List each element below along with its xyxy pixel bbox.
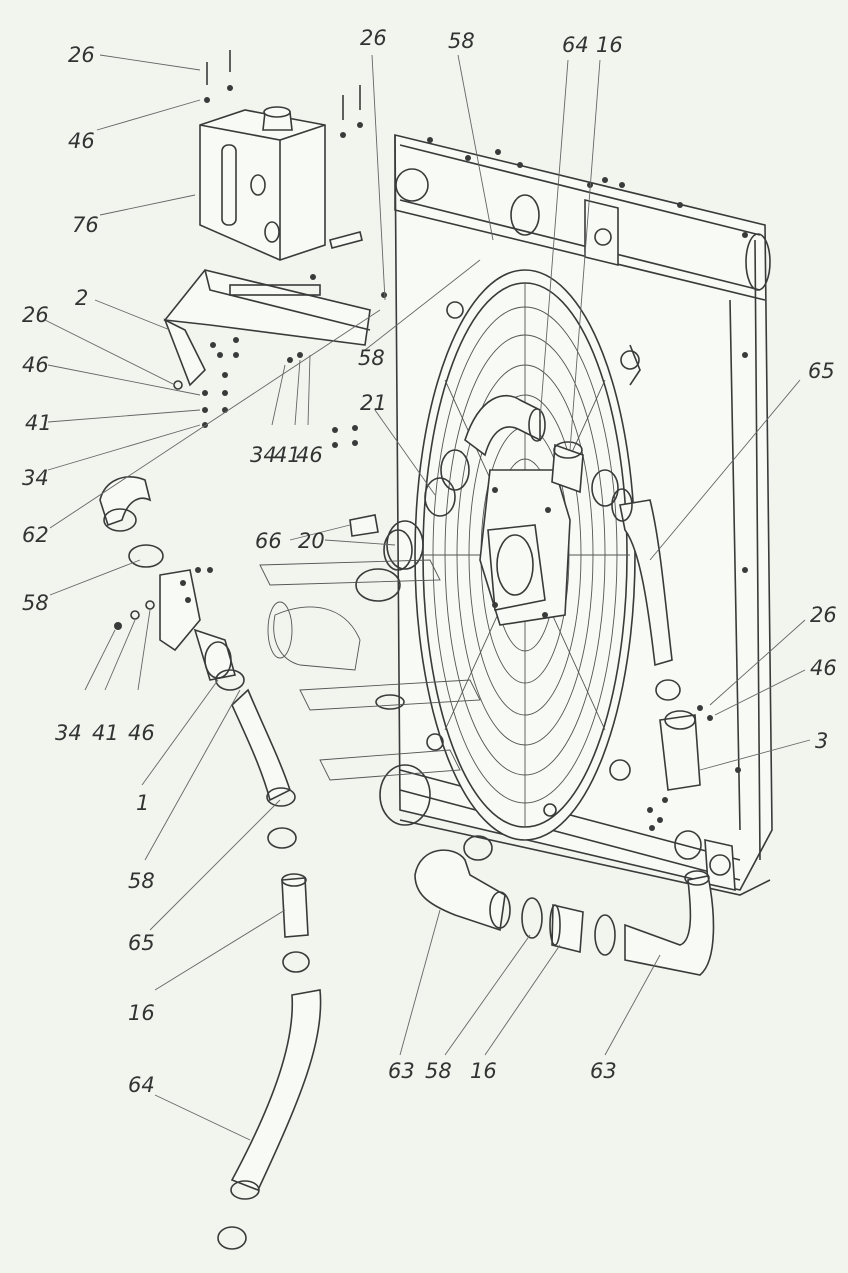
clamp-58-bottom — [521, 897, 543, 939]
callout-label: 34 — [55, 721, 82, 745]
clamp-58-left — [128, 544, 164, 568]
pipe-left-mid — [193, 628, 245, 691]
hose-65-right — [611, 488, 673, 667]
fan-hub — [479, 469, 571, 626]
callout-label: 63 — [590, 1059, 617, 1083]
callout-label: 20 — [298, 529, 325, 553]
callout-label: 64 — [128, 1073, 155, 1097]
hose-20 — [355, 520, 424, 602]
callout-label: 21 — [360, 391, 387, 415]
bracket-3 — [647, 679, 713, 860]
callout-label: 58 — [425, 1059, 452, 1083]
callout-label: 41 — [274, 443, 301, 467]
callout-label: 41 — [25, 411, 52, 435]
callout-label: 26 — [22, 303, 49, 327]
callout-label: 41 — [92, 721, 119, 745]
hose-63-left — [414, 835, 511, 932]
bolts-top — [204, 50, 387, 298]
clamp-58-lower — [267, 827, 297, 849]
hose-65-left — [231, 688, 296, 807]
callout-label: 64 — [562, 33, 589, 57]
callout-label: 63 — [388, 1059, 415, 1083]
hose-64-lower — [217, 989, 322, 1250]
callout-label: 16 — [470, 1059, 497, 1083]
nuts-washers-bracket — [202, 337, 358, 448]
expansion-tank — [199, 106, 363, 261]
fan-bracket-tube — [259, 559, 481, 781]
callout-label: 66 — [255, 529, 282, 553]
callout-label: 65 — [128, 931, 155, 955]
coupling-16-bottom — [549, 903, 584, 954]
callout-label: 76 — [72, 213, 99, 237]
callout-label: 26 — [810, 603, 837, 627]
clamp-lower-left — [282, 951, 310, 973]
nuts-34-41-46-left — [114, 600, 155, 630]
tank-bracket — [163, 269, 371, 390]
bracket-1 — [159, 567, 213, 652]
callout-label: 46 — [296, 443, 323, 467]
callout-label: 58 — [22, 591, 49, 615]
callout-label: 46 — [22, 353, 49, 377]
hose-62 — [99, 476, 152, 532]
coupling-16-left — [281, 873, 309, 938]
callout-label: 26 — [68, 43, 95, 67]
callout-label: 16 — [128, 1001, 155, 1025]
clamp-bottom-right — [594, 914, 616, 956]
callout-label: 34 — [22, 466, 49, 490]
coupling-16-upper — [551, 441, 584, 494]
callout-label: 46 — [128, 721, 155, 745]
hose-64-upper — [464, 394, 546, 457]
callout-label: 1 — [136, 791, 149, 815]
hidden-hose-outline — [267, 601, 405, 710]
callout-label: 62 — [22, 523, 49, 547]
callout-label: 58 — [448, 29, 475, 53]
callout-labels: 26 46 76 2 26 46 41 34 62 58 34 41 46 1 … — [22, 26, 837, 1097]
callout-label: 3 — [815, 729, 828, 753]
leader-lines — [44, 54, 811, 1141]
callout-label: 46 — [810, 656, 837, 680]
callout-label: 34 — [250, 443, 277, 467]
callout-label: 58 — [358, 346, 385, 370]
clamp-pair-inside — [424, 449, 619, 517]
hose-63-right — [624, 870, 715, 976]
fitting-66 — [349, 514, 379, 537]
callout-label: 16 — [596, 33, 623, 57]
callout-label: 2 — [75, 286, 88, 310]
callout-label: 46 — [68, 129, 95, 153]
callout-label: 65 — [808, 359, 835, 383]
callout-label: 26 — [360, 26, 387, 50]
callout-label: 58 — [128, 869, 155, 893]
